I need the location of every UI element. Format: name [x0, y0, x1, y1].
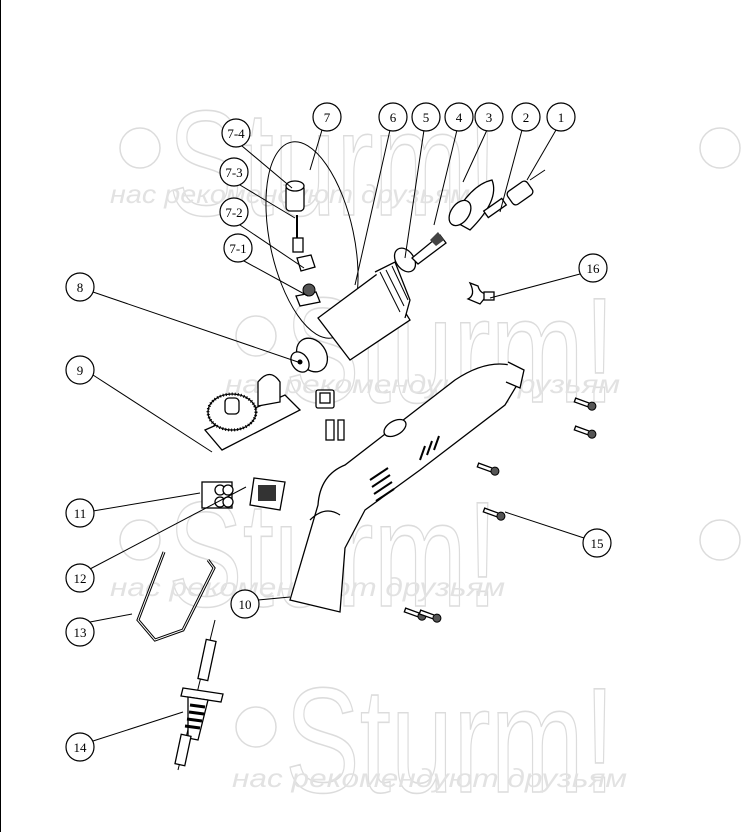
screws-part	[403, 397, 597, 623]
callout-3: 3	[474, 102, 504, 132]
callout-8: 8	[65, 272, 95, 302]
callout-9: 9	[65, 355, 95, 385]
callout-13: 13	[65, 617, 95, 647]
callout-5: 5	[411, 102, 441, 132]
callout-6: 6	[378, 102, 408, 132]
callout-7-2: 7-2	[219, 197, 249, 227]
callout-7-4: 7-4	[221, 118, 251, 148]
svg-text:7-1: 7-1	[229, 241, 246, 256]
armature-part	[290, 232, 447, 373]
svg-text:7-4: 7-4	[227, 126, 245, 141]
callout-7-3: 7-3	[219, 157, 249, 187]
small-connector-part	[315, 389, 345, 441]
callout-1: 1	[546, 102, 576, 132]
svg-text:6: 6	[390, 110, 397, 125]
callout-7-1: 7-1	[223, 233, 253, 263]
callout-4: 4	[444, 102, 474, 132]
callout-11: 11	[65, 498, 95, 528]
front-cap-part	[448, 179, 495, 231]
svg-text:5: 5	[423, 110, 430, 125]
callout-16: 16	[578, 253, 608, 283]
callout-2: 2	[511, 102, 541, 132]
svg-text:1: 1	[558, 110, 565, 125]
spindle-lock-part	[466, 281, 495, 305]
leader-lines	[89, 129, 585, 742]
svg-text:7: 7	[324, 110, 331, 125]
callout-7: 7	[312, 102, 342, 132]
svg-text:11: 11	[74, 506, 87, 521]
svg-text:13: 13	[74, 625, 87, 640]
svg-text:нас рекомендуют друзьям: нас рекомендуют друзьям	[225, 369, 620, 399]
svg-text:4: 4	[456, 110, 463, 125]
housing-part	[289, 361, 525, 613]
svg-text:15: 15	[591, 536, 604, 551]
svg-text:7-3: 7-3	[225, 165, 242, 180]
carbon-brush-part	[292, 215, 304, 253]
svg-text:3: 3	[486, 110, 493, 125]
brush-cap-part	[285, 180, 305, 212]
svg-text:7-2: 7-2	[225, 205, 242, 220]
svg-text:14: 14	[74, 740, 88, 755]
svg-text:Sturm!: Sturm!	[285, 656, 615, 824]
collet-part	[482, 197, 508, 219]
callout-12: 12	[65, 563, 95, 593]
svg-text:9: 9	[77, 363, 84, 378]
brush-clip-part	[296, 254, 316, 272]
svg-text:нас рекомендуют друзьям: нас рекомендуют друзьям	[232, 763, 627, 793]
hanger-hook-part	[136, 551, 216, 642]
collet-nut-part	[506, 169, 546, 206]
callout-10: 10	[230, 589, 260, 619]
svg-text:8: 8	[77, 280, 84, 295]
switch-part	[249, 477, 286, 511]
speed-control-board-part	[203, 373, 302, 451]
callout-15: 15	[582, 528, 612, 558]
svg-text:12: 12	[74, 571, 87, 586]
brush-holder-part	[295, 283, 321, 307]
terminal-block-part	[201, 481, 234, 509]
svg-text:2: 2	[523, 110, 530, 125]
svg-text:16: 16	[587, 261, 601, 276]
svg-text:10: 10	[239, 597, 252, 612]
callout-14: 14	[65, 732, 95, 762]
power-cord-part	[174, 619, 224, 771]
